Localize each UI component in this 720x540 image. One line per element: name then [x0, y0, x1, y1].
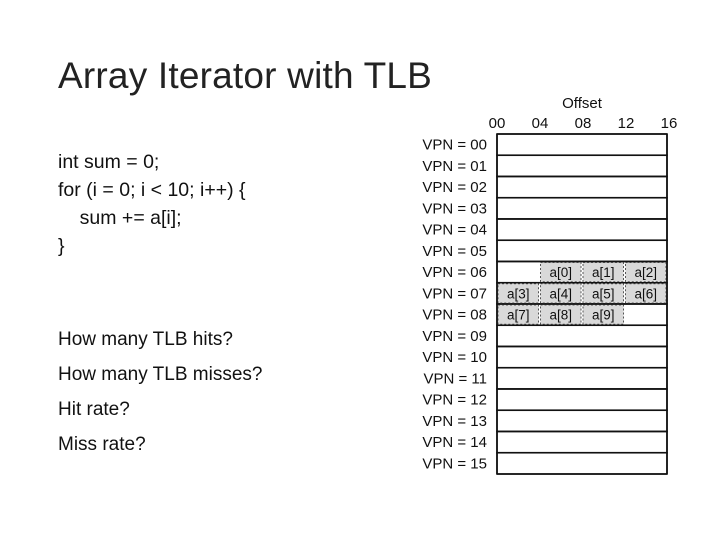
array-element-cell	[582, 304, 624, 325]
vpn-label: VPN = 05	[422, 243, 487, 260]
vpn-label: VPN = 04	[422, 222, 487, 239]
array-element-cell	[625, 262, 667, 283]
page-row	[496, 345, 668, 369]
array-element-label: a[3]	[507, 286, 530, 301]
vpn-label: VPN = 07	[422, 285, 487, 302]
array-element-label: a[5]	[592, 286, 615, 301]
array-element-label: a[2]	[634, 265, 657, 280]
array-element-cell	[540, 283, 582, 304]
array-element-label: a[8]	[549, 308, 572, 323]
slide-title: Array Iterator with TLB	[58, 55, 433, 96]
array-element-label: a[0]	[549, 265, 572, 280]
array-element-cell	[497, 304, 539, 325]
vpn-label: VPN = 13	[422, 413, 487, 430]
vpn-label: VPN = 10	[422, 349, 487, 366]
page-row	[496, 175, 668, 199]
vpn-label: VPN = 12	[422, 392, 487, 409]
offset-tick-label: 12	[618, 115, 635, 132]
vpn-label: VPN = 14	[422, 434, 487, 451]
page-row	[496, 133, 668, 157]
array-element-cell	[625, 283, 667, 304]
page-row	[496, 154, 668, 178]
vpn-label: VPN = 02	[422, 179, 487, 196]
vpn-label: VPN = 03	[422, 200, 487, 217]
array-element-label: a[9]	[592, 308, 615, 323]
vpn-label: VPN = 00	[422, 137, 487, 154]
page-row	[496, 388, 668, 412]
page-row	[496, 366, 668, 390]
question-item: How many TLB misses?	[58, 364, 263, 385]
offset-tick-label: 16	[661, 115, 678, 132]
array-element-label: a[1]	[592, 265, 615, 280]
offset-header: Offset	[562, 95, 603, 112]
question-item: Miss rate?	[58, 434, 146, 455]
array-element-label: a[7]	[507, 308, 530, 323]
vpn-label: VPN = 11	[423, 370, 487, 387]
page-row	[496, 239, 668, 263]
vpn-label: VPN = 09	[422, 328, 487, 345]
array-element-label: a[4]	[549, 286, 572, 301]
array-element-cell	[497, 283, 539, 304]
array-element-cell	[540, 262, 582, 283]
array-element-cell	[582, 283, 624, 304]
page-row	[496, 430, 668, 454]
code-line: int sum = 0;	[58, 151, 160, 173]
code-line: sum += a[i];	[58, 207, 182, 229]
page-row	[496, 451, 668, 475]
offset-tick-label: 00	[489, 115, 506, 132]
offset-tick-label: 08	[575, 115, 592, 132]
question-item: Hit rate?	[58, 399, 130, 420]
page-row	[496, 218, 668, 242]
array-element-label: a[6]	[634, 286, 657, 301]
vpn-label: VPN = 06	[422, 264, 487, 281]
page-row	[496, 409, 668, 433]
code-line: }	[58, 235, 65, 257]
page-row	[496, 324, 668, 348]
vpn-label: VPN = 08	[422, 307, 487, 324]
question-item: How many TLB hits?	[58, 329, 233, 350]
page-row	[496, 196, 668, 220]
array-element-cell	[540, 304, 582, 325]
code-line: for (i = 0; i < 10; i++) {	[58, 179, 246, 201]
offset-tick-label: 04	[532, 115, 549, 132]
code-block: int sum = 0; for (i = 0; i < 10; i++) { …	[58, 148, 246, 260]
vpn-label: VPN = 01	[422, 158, 487, 175]
vpn-label: VPN = 15	[422, 455, 487, 472]
array-element-cell	[582, 262, 624, 283]
questions-list: How many TLB hits? How many TLB misses? …	[58, 327, 263, 467]
